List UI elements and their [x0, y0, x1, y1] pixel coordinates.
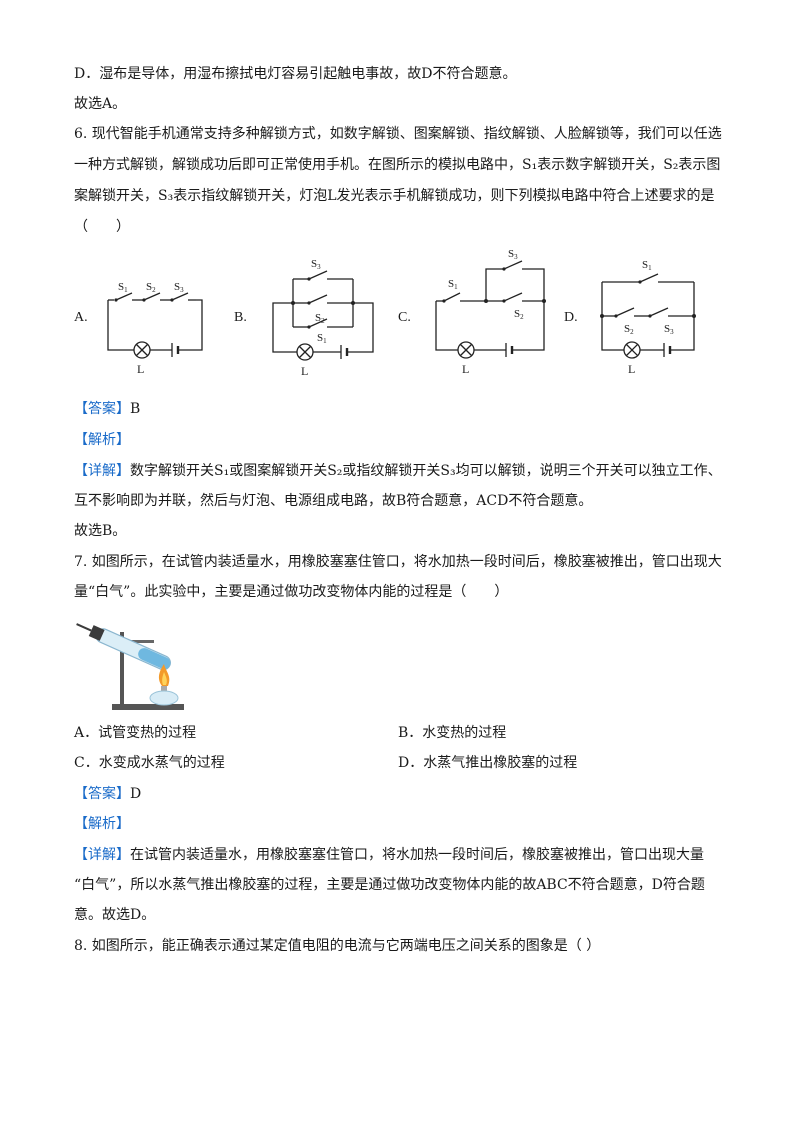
q6-stem-line-3: 案解锁开关，S₃表示指纹解锁开关，灯泡L发光表示手机解锁成功，则下列模拟电路中符…: [74, 188, 715, 204]
q6-analysis-tag: 【解析】: [74, 430, 130, 450]
analysis-tag: 【解析】: [74, 432, 130, 448]
circuit-c-diagram: S3 S1 S2 L: [435, 248, 546, 376]
q7-detail-line-1: 【详解】在试管内装适量水，用橡胶塞塞住管口，将水加热一段时间后，橡胶塞被推出，管…: [74, 845, 704, 865]
q8-stem-line-1: 8. 如图所示，能正确表示通过某定值电阻的电流与它两端电压之间关系的图象是（ ）: [74, 938, 601, 954]
analysis-tag: 【解析】: [74, 816, 130, 832]
test-tube-experiment-image: [76, 623, 184, 710]
circuit-c-lamp-label: L: [462, 362, 469, 376]
q7-detail-line-2: “白气”，所以水蒸气推出橡胶塞的过程，主要是通过做功改变物体内能的故ABC不符合…: [74, 877, 705, 893]
circuit-d-diagram: S1 S2 S3 L: [600, 259, 696, 376]
prev-conclusion: 故选A。: [74, 96, 127, 112]
q6-detail-line-1: 【详解】数字解锁开关S₁或图案解锁开关S₂或指纹解锁开关S₃均可以解锁，说明三个…: [74, 461, 722, 481]
q6-option-c-label: C.: [398, 310, 411, 325]
q7-analysis-tag: 【解析】: [74, 814, 130, 834]
circuit-b-s1-label: S1: [317, 332, 327, 345]
circuit-d-lamp-label: L: [628, 362, 635, 376]
detail-tag: 【详解】: [74, 847, 130, 863]
circuit-a-s1-label: S1: [118, 281, 128, 294]
q7-stem-line-2: 量“白气”。此实验中，主要是通过做功改变物体内能的过程是（ ）: [74, 584, 509, 600]
circuit-b-diagram: S3 S2 S1 L: [272, 258, 374, 378]
q7-answer: 【答案】D: [74, 784, 141, 804]
q6-stem-line-4: （ ）: [74, 219, 130, 235]
q7-option-c: C．水变成水蒸气的过程: [74, 755, 225, 771]
prev-option-d: D．湿布是导体，用湿布擦拭电灯容易引起触电事故，故D不符合题意。: [74, 66, 517, 82]
q6-stem-line-1: 6. 现代智能手机通常支持多种解锁方式，如数字解锁、图案解锁、指纹解锁、人脸解锁…: [74, 126, 722, 142]
circuit-d-s1-label: S1: [642, 259, 652, 272]
q7-option-a: A．试管变热的过程: [74, 725, 197, 741]
circuit-b-s2-label: S2: [315, 312, 325, 325]
q6-option-a-label: A.: [74, 310, 88, 325]
answer-tag: 【答案】: [74, 786, 130, 802]
q6-answer: 【答案】B: [74, 399, 140, 419]
circuit-b-s3-label: S3: [311, 258, 321, 271]
q6-conclusion: 故选B。: [74, 523, 127, 539]
q6-detail-line-2: 互不影响即为并联，然后与灯泡、电源组成电路，故B符合题意，ACD不符合题意。: [74, 493, 593, 509]
answer-value: B: [130, 401, 141, 417]
circuit-d-s3-label: S3: [664, 323, 674, 336]
circuit-d-s2-label: S2: [624, 323, 634, 336]
circuit-a-lamp-label: L: [137, 362, 144, 376]
q7-option-b: B．水变热的过程: [398, 725, 507, 741]
circuit-a-s2-label: S2: [146, 281, 156, 294]
answer-tag: 【答案】: [74, 401, 130, 417]
q6-option-d-label: D.: [564, 310, 578, 325]
detail-text: 在试管内装适量水，用橡胶塞塞住管口，将水加热一段时间后，橡胶塞被推出，管口出现大…: [130, 847, 704, 863]
detail-text: 数字解锁开关S₁或图案解锁开关S₂或指纹解锁开关S₃均可以解锁，说明三个开关可以…: [130, 463, 722, 479]
circuit-c-s1-label: S1: [448, 278, 458, 291]
detail-tag: 【详解】: [74, 463, 130, 479]
q7-option-d: D．水蒸气推出橡胶塞的过程: [398, 755, 578, 771]
answer-value: D: [130, 786, 142, 802]
q7-detail-line-3: 意。故选D。: [74, 907, 156, 923]
circuit-c-s3-label: S3: [508, 248, 518, 261]
circuit-c-s2-label: S2: [514, 308, 524, 321]
q6-stem-line-2: 一种方式解锁，解锁成功后即可正常使用手机。在图所示的模拟电路中，S₁表示数字解锁…: [74, 157, 721, 173]
circuit-a-diagram: S1 S2 S3 L: [107, 281, 203, 376]
q6-option-b-label: B.: [234, 310, 247, 325]
circuit-b-lamp-label: L: [301, 364, 308, 378]
circuit-a-s3-label: S3: [174, 281, 184, 294]
q7-stem-line-1: 7. 如图所示，在试管内装适量水，用橡胶塞塞住管口，将水加热一段时间后，橡胶塞被…: [74, 554, 722, 570]
